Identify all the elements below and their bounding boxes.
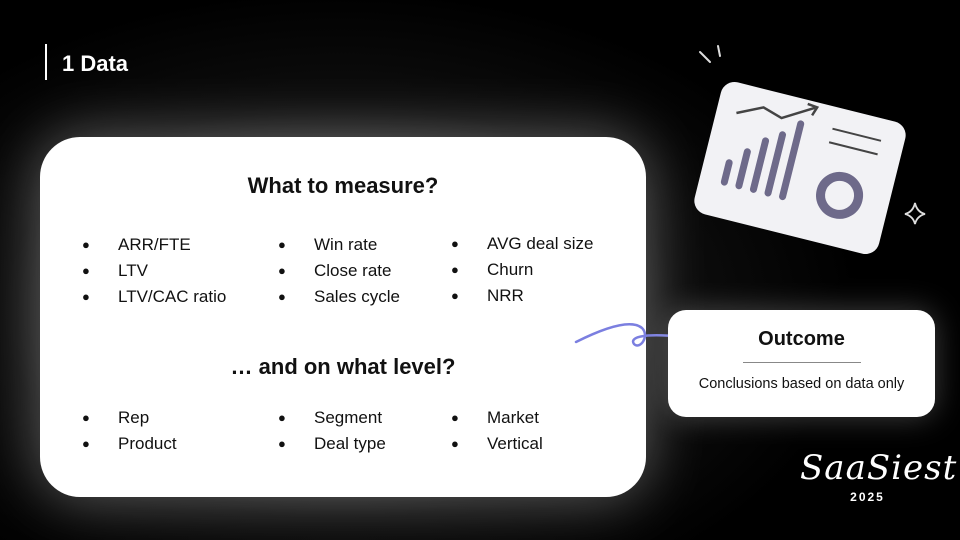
- list-item: Vertical: [451, 431, 543, 457]
- list-item: Market: [451, 405, 543, 431]
- brand-year: 2025: [850, 490, 885, 504]
- measure-heading: What to measure?: [247, 173, 439, 198]
- list-item: Segment: [278, 405, 386, 431]
- level-list-1: Rep Product: [82, 405, 177, 457]
- sparkle-icon: [904, 202, 926, 225]
- list-item: Close rate: [278, 258, 400, 284]
- outcome-title: Outcome: [758, 328, 845, 350]
- level-list-3: Market Vertical: [451, 405, 543, 457]
- slide-title: 1 Data: [62, 51, 129, 76]
- level-list-2: Segment Deal type: [278, 405, 386, 457]
- list-item: ARR/FTE: [82, 232, 226, 258]
- list-item: Rep: [82, 405, 177, 431]
- outcome-divider: [743, 362, 861, 363]
- list-item: Churn: [451, 257, 593, 283]
- list-item: NRR: [451, 283, 593, 309]
- list-item: LTV: [82, 258, 226, 284]
- list-item: Sales cycle: [278, 284, 400, 310]
- list-item: Win rate: [278, 232, 400, 258]
- level-heading: … and on what level?: [230, 354, 456, 379]
- measure-list-2: Win rate Close rate Sales cycle: [278, 232, 400, 310]
- measure-list-3: AVG deal size Churn NRR: [451, 231, 593, 309]
- measure-list-1: ARR/FTE LTV LTV/CAC ratio: [82, 232, 226, 310]
- list-item: Product: [82, 431, 177, 457]
- list-item: Deal type: [278, 431, 386, 457]
- outcome-card: Outcome Conclusions based on data only: [668, 310, 935, 417]
- title-accent-bar: [45, 44, 47, 80]
- list-item: AVG deal size: [451, 231, 593, 257]
- list-item: LTV/CAC ratio: [82, 284, 226, 310]
- outcome-text: Conclusions based on data only: [698, 376, 905, 392]
- measures-card: What to measure? ARR/FTE LTV LTV/CAC rat…: [40, 137, 646, 497]
- brand-logo: SaaSiest: [800, 448, 958, 488]
